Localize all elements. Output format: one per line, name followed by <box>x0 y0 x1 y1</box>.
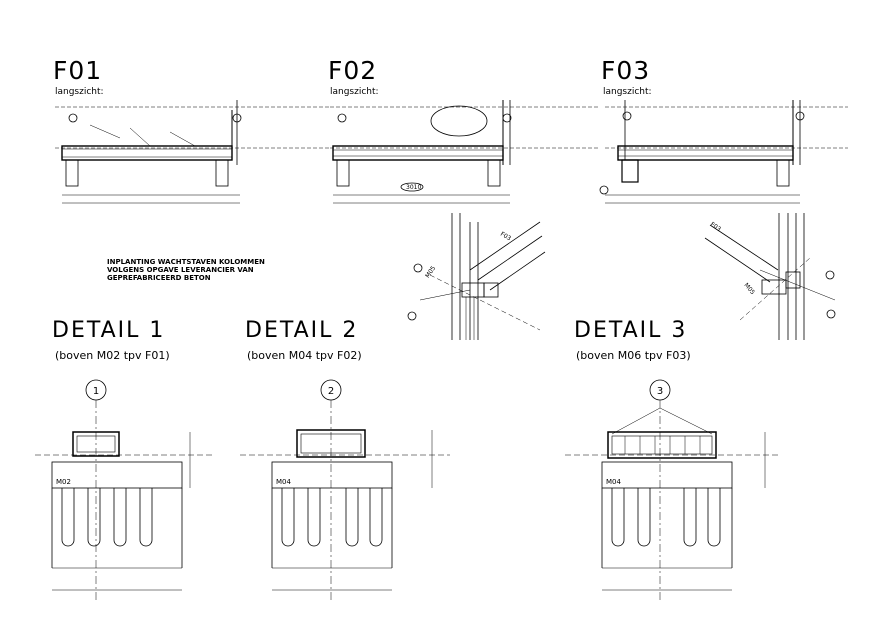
elevation-f01 <box>55 100 330 204</box>
dim-mid-f02: 3010 <box>406 184 421 191</box>
detail-subtitle-3: (boven M06 tpv F03) <box>576 349 691 362</box>
elevation-f03 <box>599 100 848 204</box>
iso-sketch-right <box>704 213 836 340</box>
detail-3-drawing <box>565 379 780 600</box>
note-line: GEPREFABRICEERD BETON <box>107 274 211 282</box>
column-label-2: M04 <box>276 478 291 486</box>
detail-1-drawing <box>35 379 215 600</box>
note-line: VOLGENS OPGAVE LEVERANCIER VAN <box>107 266 254 274</box>
detail-marker-1: 1 <box>93 386 99 397</box>
elevation-f02 <box>330 100 600 204</box>
elevation-label-f01: langszicht: <box>55 87 104 97</box>
column-note: INPLANTING WACHTSTAVEN KOLOMMEN VOLGENS … <box>107 258 265 282</box>
elevation-title-f01: F01 <box>53 56 103 85</box>
column-label-3: M04 <box>606 478 621 486</box>
iso-beam-left: F03 <box>499 231 512 243</box>
detail-title-2: DETAIL 2 <box>245 318 359 343</box>
detail-subtitle-1: (boven M02 tpv F01) <box>55 349 170 362</box>
iso-col-right: M05 <box>742 282 756 296</box>
elevation-title-f03: F03 <box>601 56 651 85</box>
elevation-label-f02: langszicht: <box>330 87 379 97</box>
detail-marker-2: 2 <box>328 386 334 397</box>
elevation-label-f03: langszicht: <box>603 87 652 97</box>
iso-col-left: M05 <box>424 265 437 280</box>
detail-marker-3: 3 <box>657 386 663 397</box>
detail-title-1: DETAIL 1 <box>52 318 166 343</box>
column-label-1: M02 <box>56 478 71 486</box>
elevation-title-f02: F02 <box>328 56 378 85</box>
note-line: INPLANTING WACHTSTAVEN KOLOMMEN <box>107 258 265 266</box>
iso-sketch-left <box>407 213 546 340</box>
detail-subtitle-2: (boven M04 tpv F02) <box>247 349 362 362</box>
detail-2-drawing <box>240 379 450 600</box>
detail-title-3: DETAIL 3 <box>574 318 688 343</box>
